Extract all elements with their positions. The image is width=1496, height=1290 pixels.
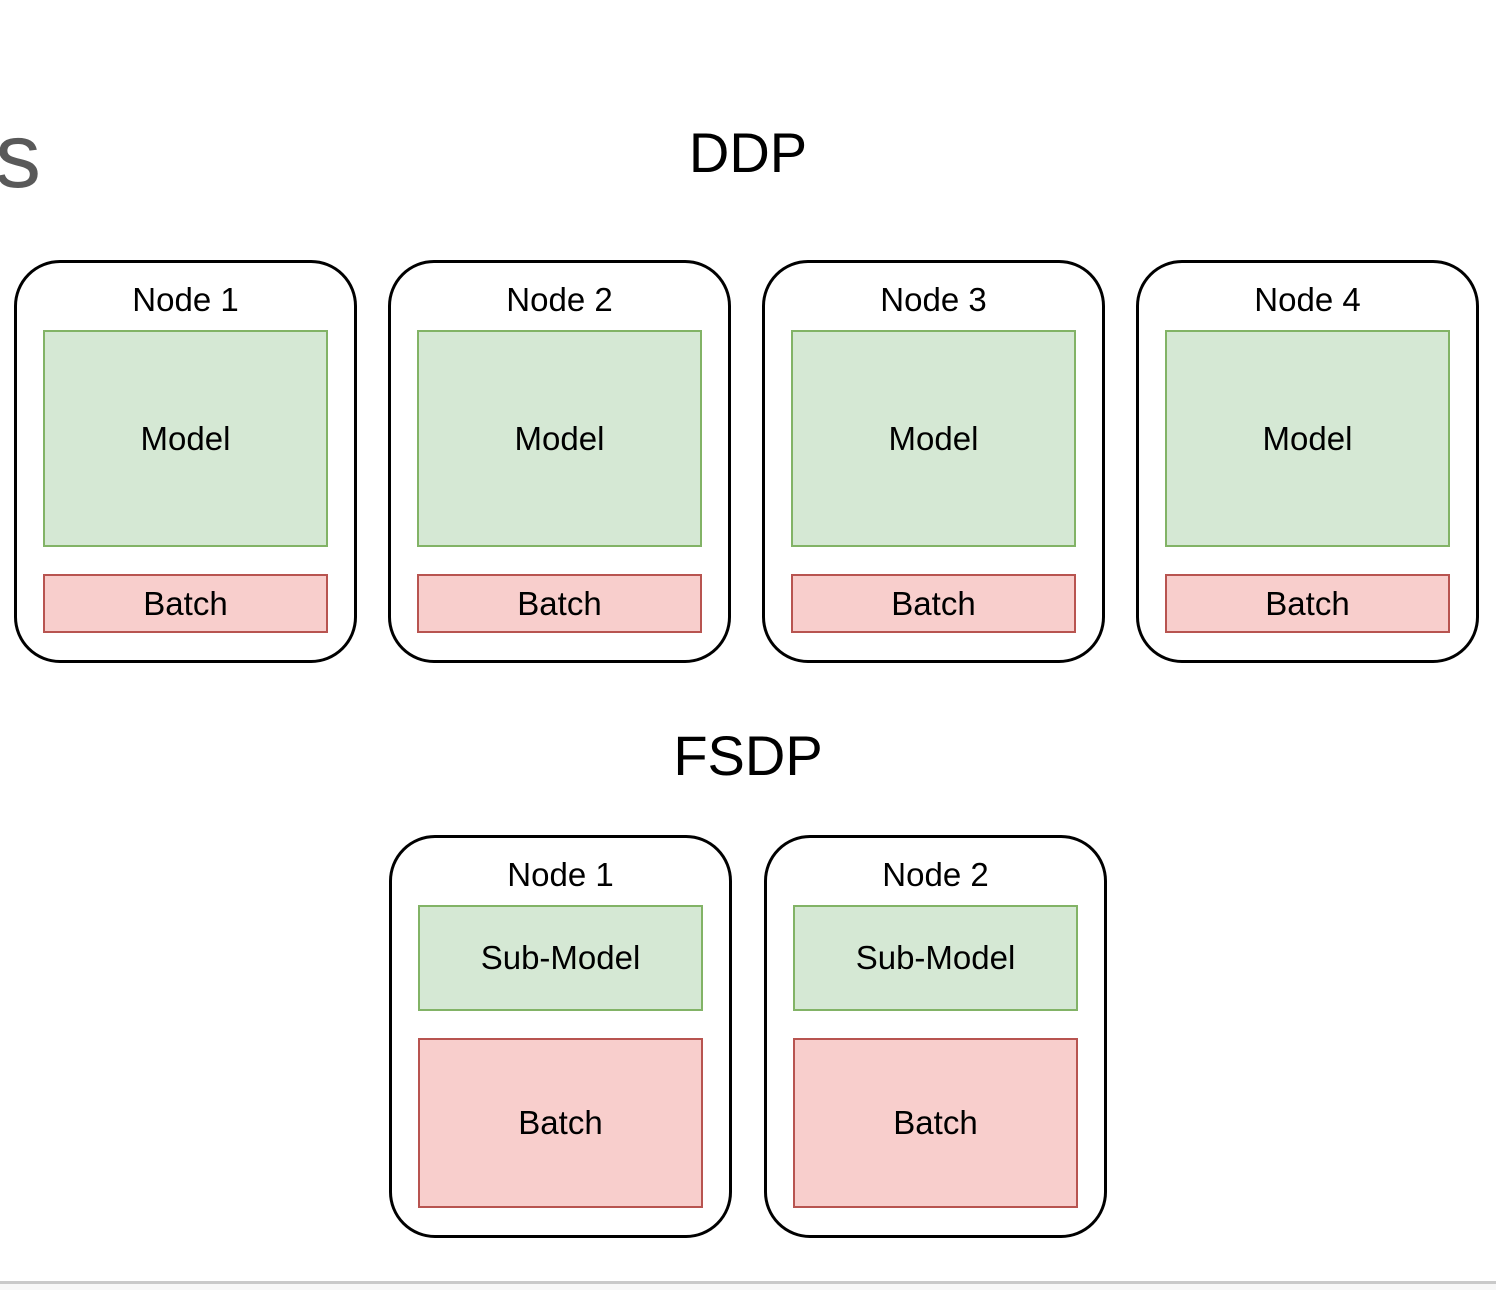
model-block: Model: [1165, 330, 1450, 547]
node-label: Node 4: [1254, 281, 1361, 318]
model-block: Model: [791, 330, 1076, 547]
ddp-section-title: DDP: [688, 121, 808, 184]
batch-block: Batch: [791, 574, 1076, 633]
batch-block: Batch: [418, 1038, 703, 1208]
fsdp-node-1: Node 1 Sub-Model Batch: [389, 835, 732, 1238]
ddp-node-row: Node 1 Model Batch Node 2 Model Batch No…: [14, 260, 1479, 663]
batch-block: Batch: [1165, 574, 1450, 633]
partial-heading-text: s: [0, 105, 41, 207]
node-label: Node 2: [882, 856, 989, 893]
sub-model-block: Sub-Model: [793, 905, 1078, 1011]
ddp-node-4: Node 4 Model Batch: [1136, 260, 1479, 663]
bottom-divider: [0, 1281, 1496, 1290]
ddp-node-2: Node 2 Model Batch: [388, 260, 731, 663]
ddp-node-1: Node 1 Model Batch: [14, 260, 357, 663]
model-block: Model: [417, 330, 702, 547]
sub-model-block: Sub-Model: [418, 905, 703, 1011]
node-label: Node 2: [506, 281, 613, 318]
node-label: Node 1: [507, 856, 614, 893]
node-label: Node 3: [880, 281, 987, 318]
fsdp-node-row: Node 1 Sub-Model Batch Node 2 Sub-Model …: [389, 835, 1107, 1238]
node-label: Node 1: [132, 281, 239, 318]
ddp-node-3: Node 3 Model Batch: [762, 260, 1105, 663]
batch-block: Batch: [793, 1038, 1078, 1208]
fsdp-section-title: FSDP: [673, 724, 823, 787]
fsdp-node-2: Node 2 Sub-Model Batch: [764, 835, 1107, 1238]
batch-block: Batch: [43, 574, 328, 633]
model-block: Model: [43, 330, 328, 547]
batch-block: Batch: [417, 574, 702, 633]
